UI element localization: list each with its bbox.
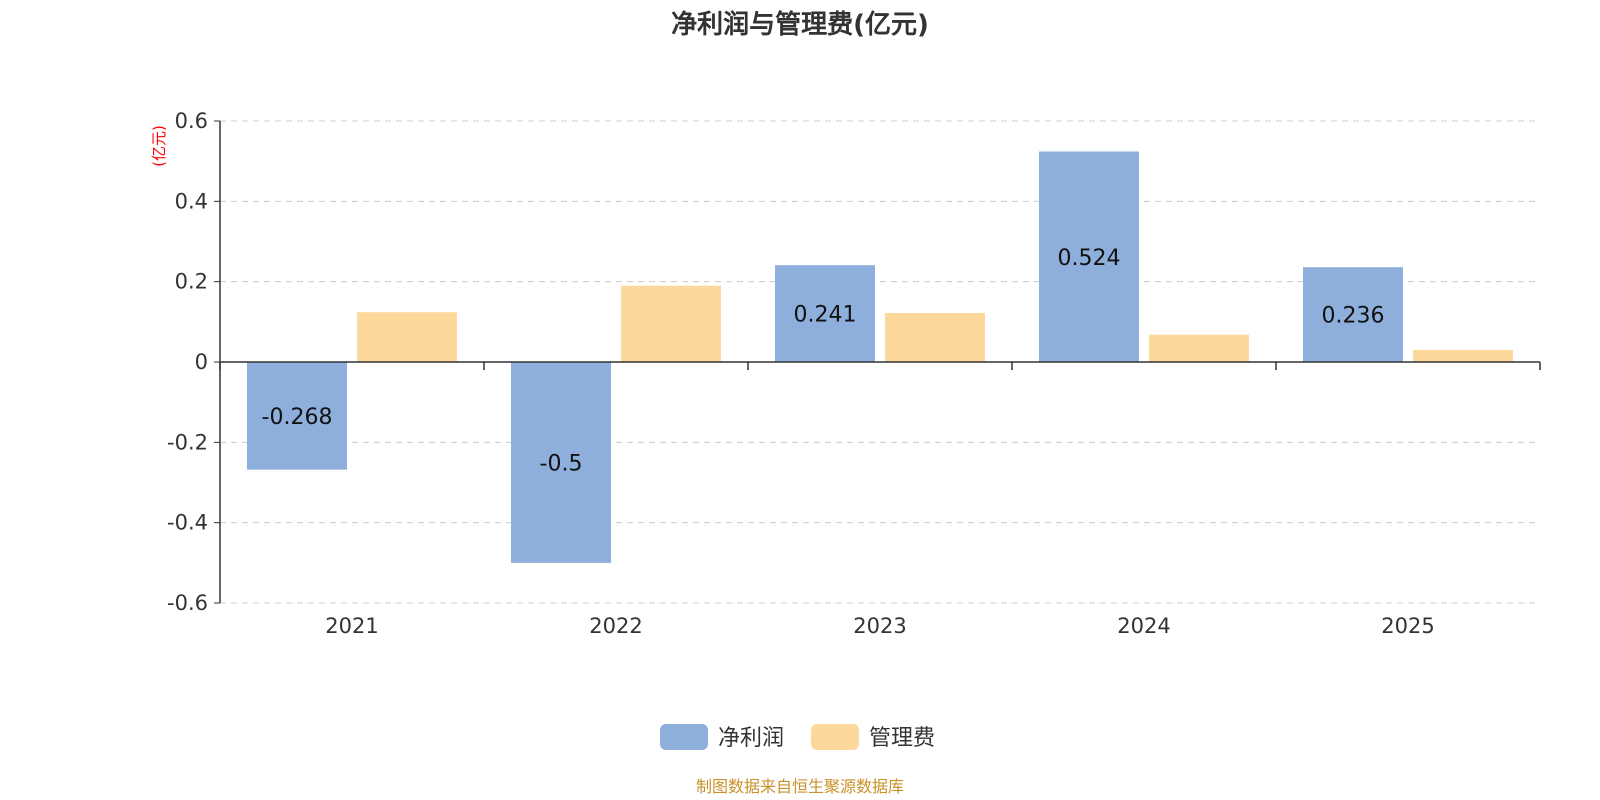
data-label: -0.268 [262,405,333,430]
data-label: 0.236 [1322,304,1385,329]
y-tick-label: 0.6 [175,109,208,133]
bar-admin-expense [621,285,721,362]
bar-admin-expense [1149,334,1249,362]
x-tick-label: 2021 [325,614,378,638]
bars [247,151,1513,563]
bar-net-profit [775,265,875,362]
data-source-footer: 制图数据来自恒生聚源数据库 [696,777,904,796]
y-tick-label: 0.2 [175,270,208,294]
y-tick-label: 0 [195,350,208,374]
x-tick-label: 2023 [853,614,906,638]
bar-admin-expense [885,312,985,362]
y-tick-label: -0.2 [167,430,208,454]
x-tick-label: 2024 [1117,614,1170,638]
legend-label: 净利润 [718,726,784,751]
axes: 0.6 0.4 0.2 0 -0.2 -0.4 -0.6 2021 2022 2023 2024 20… [167,109,1541,638]
x-tick-label: 2022 [589,614,642,638]
data-label: 0.241 [794,303,857,328]
chart-title: 净利润与管理费(亿元) [671,9,929,40]
bar-net-profit [511,362,611,563]
bar-net-profit [1039,151,1139,362]
grid-lines [220,120,1540,604]
data-label: -0.5 [540,451,583,476]
data-labels: -0.268 -0.5 0.241 0.524 0.236 [262,246,1385,477]
bar-net-profit [247,362,347,470]
y-tick-label: -0.4 [167,511,208,535]
bar-admin-expense [1413,349,1513,362]
y-tick-label: 0.4 [175,189,208,213]
bar-net-profit [1303,267,1403,362]
legend-label: 管理费 [869,726,935,751]
legend: 净利润 管理费 [660,724,935,751]
y-axis-unit-label: (亿元) [150,125,168,167]
y-tick-label: -0.6 [167,591,208,615]
legend-swatch [660,724,708,750]
data-label: 0.524 [1058,246,1121,271]
x-tick-label: 2025 [1381,614,1434,638]
bar-admin-expense [357,312,457,362]
legend-swatch [811,724,859,750]
